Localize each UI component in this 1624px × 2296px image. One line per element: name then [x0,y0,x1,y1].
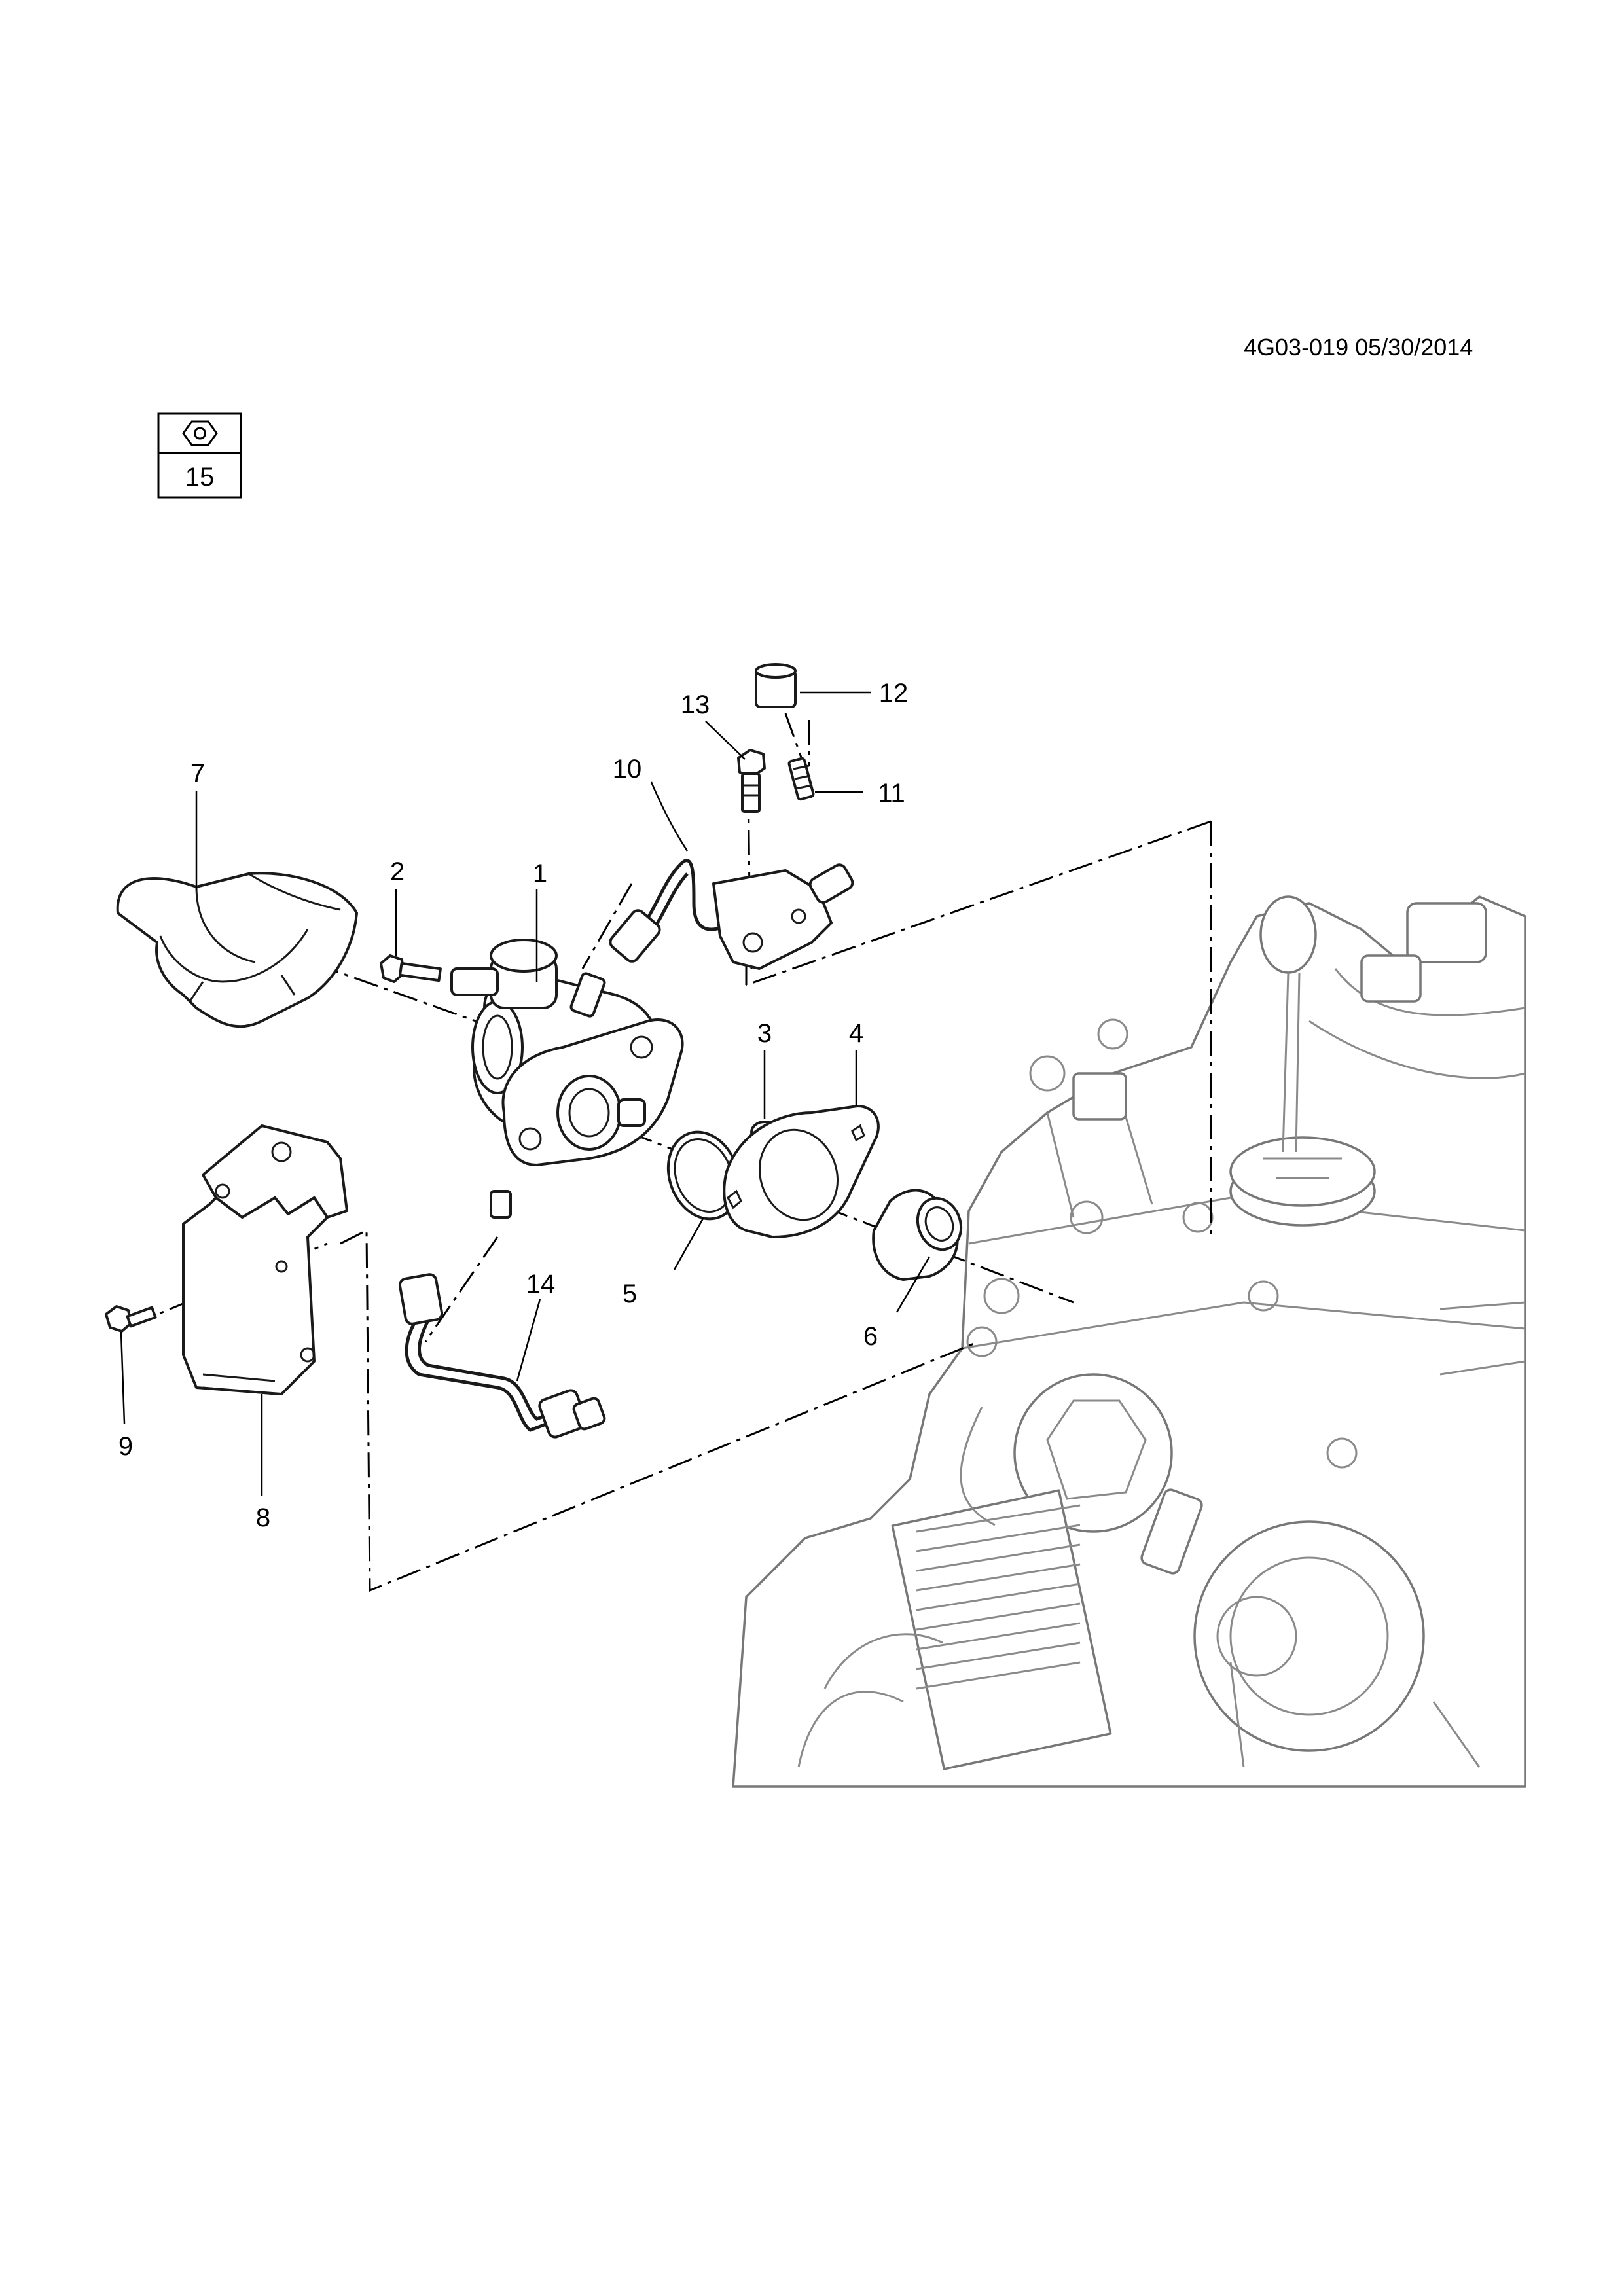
callout-9: 9 [118,1432,133,1461]
callout-7: 7 [190,759,205,788]
legend-box-15: 15 [157,412,242,499]
callout-numbers: 1 2 3 4 5 6 7 8 9 10 11 12 13 14 [118,679,908,1532]
part-6-follower [872,1189,963,1281]
part-12-nut [755,663,797,708]
callout-5: 5 [623,1280,637,1308]
callout-1: 1 [533,859,547,888]
oil-cooler [891,1489,1112,1770]
part-10-fuel-pipe [609,859,854,970]
assembly-lines [130,713,1212,1592]
part-1-fuel-pump [450,939,684,1219]
callout-3: 3 [757,1019,772,1048]
callout-2: 2 [390,857,405,886]
leader-lines [120,691,931,1496]
part-4-gasket [723,1105,880,1238]
callout-8: 8 [256,1503,270,1532]
callout-6: 6 [863,1322,878,1351]
callout-13: 13 [681,691,710,719]
part-8-bracket [182,1124,348,1395]
legend-number: 15 [185,463,215,492]
callout-10: 10 [613,755,642,783]
callout-11: 11 [878,779,905,808]
hex-nut-icon [182,420,218,446]
callout-12: 12 [879,679,909,708]
part-13-bolt [737,749,766,813]
callout-14: 14 [526,1270,556,1299]
drawing-reference: 4G03-019 05/30/2014 [1244,334,1473,361]
callout-4: 4 [849,1019,863,1048]
part-9-bolt [105,1305,157,1333]
part-7-heat-shield [116,872,358,1028]
engine-block [732,895,1526,1788]
part-2-bolt [380,954,442,983]
part-11-stud [787,757,815,801]
part-14-fuel-pipe [398,1273,606,1439]
